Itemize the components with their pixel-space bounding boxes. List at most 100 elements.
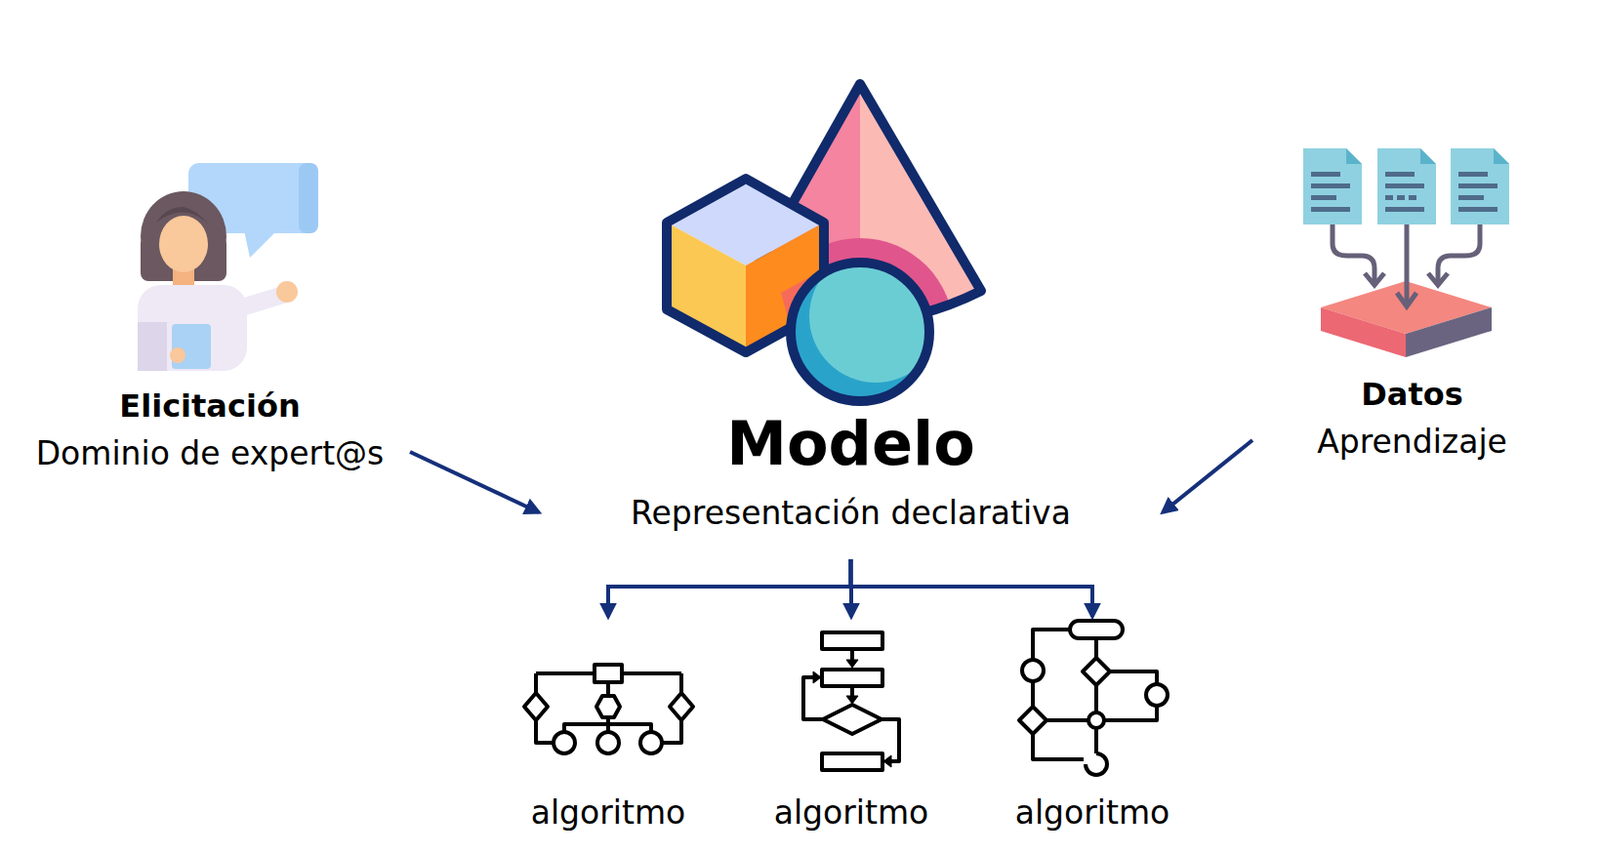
node-title: algoritmo <box>510 793 706 833</box>
flowchart-icon <box>813 671 821 684</box>
data-icon <box>1493 148 1510 165</box>
flowchart-icon <box>1082 657 1110 686</box>
data-icon <box>1458 183 1498 189</box>
data-icon <box>1458 171 1488 177</box>
flowchart-icon <box>1109 671 1157 685</box>
data-icon <box>1332 224 1375 282</box>
data-icon <box>1346 148 1362 165</box>
flowchart-icon <box>881 719 900 762</box>
algorithm-box: algoritmo <box>753 616 949 848</box>
flowchart-icon <box>535 720 554 743</box>
data-icon <box>1311 183 1351 189</box>
flowchart-icon <box>846 659 859 668</box>
flowchart-icon <box>533 673 538 694</box>
data-icon <box>1437 224 1480 282</box>
flowchart-icon <box>821 632 883 650</box>
expert-icon <box>140 191 227 282</box>
node-subtitle: Representación declarativa <box>538 493 1163 534</box>
flowchart-icon <box>822 704 882 735</box>
flowchart-icon <box>883 755 892 768</box>
flowchart-icon <box>606 682 611 696</box>
flowchart-icon <box>640 732 662 754</box>
node-title: Modelo <box>538 408 1163 481</box>
model-shapes <box>790 262 930 402</box>
expert-icon <box>156 206 209 225</box>
source-box: ElicitaciónDominio de expert@s <box>9 370 411 479</box>
flowchart-icon <box>1085 753 1108 776</box>
flowchart-icon <box>1032 734 1084 760</box>
flowchart-icon <box>821 753 883 771</box>
flowchart-icon <box>1019 706 1047 735</box>
flowchart-icon <box>679 673 684 694</box>
data-icon <box>1303 148 1362 225</box>
data-icon <box>1303 148 1510 358</box>
data-icon <box>1458 195 1484 201</box>
data-icon <box>1320 307 1406 358</box>
expert-icon <box>276 281 298 303</box>
algorithm-box: algoritmo <box>994 616 1190 848</box>
data-icon <box>1396 292 1417 307</box>
flow-arrow <box>1162 440 1253 513</box>
flow-arrow <box>410 451 539 513</box>
flowchart-icon <box>1022 659 1044 682</box>
data-icon <box>1408 195 1417 201</box>
flowchart-icon <box>1094 638 1099 754</box>
node-title: Datos <box>1252 375 1572 413</box>
node-title: Elicitación <box>9 387 411 425</box>
data-icon <box>1396 195 1405 201</box>
expert-icon <box>169 347 186 364</box>
flowchart-icon <box>1019 620 1168 776</box>
data-icon <box>1385 183 1425 189</box>
data-icon <box>1311 206 1351 212</box>
data-icon <box>1385 206 1425 212</box>
flow-arrow <box>851 559 1094 617</box>
expert-icon <box>244 230 278 258</box>
flowchart-icon <box>1030 681 1035 707</box>
flowchart-icon <box>661 720 682 743</box>
data-icon <box>1385 195 1394 201</box>
flowchart-icon <box>594 664 622 683</box>
node-subtitle: Dominio de expert@s <box>9 434 411 474</box>
data-icon <box>1458 206 1498 212</box>
node-subtitle: Aprendizaje <box>1252 422 1572 462</box>
flowchart-icon <box>1088 712 1105 729</box>
data-icon <box>1311 195 1337 201</box>
flowchart-icon <box>597 732 619 754</box>
flowchart-icon <box>846 696 859 704</box>
expert-icon <box>232 294 284 311</box>
model-shapes <box>666 83 982 426</box>
flowchart-icon <box>524 693 548 721</box>
data-icon <box>1450 148 1510 225</box>
expert-icon <box>159 215 208 273</box>
data-icon <box>1420 148 1436 165</box>
flowchart-icon <box>1046 718 1089 723</box>
expert-icon <box>298 163 319 234</box>
model-box: ModeloRepresentación declarativa <box>538 400 1163 560</box>
flowchart-icon <box>553 732 575 754</box>
data-icon <box>1385 171 1415 177</box>
source-box: DatosAprendizaje <box>1252 370 1572 469</box>
data-icon <box>1404 224 1410 305</box>
data-icon <box>1364 273 1385 286</box>
expert-icon <box>137 322 167 371</box>
node-title: algoritmo <box>994 793 1190 833</box>
algorithm-box: algoritmo <box>510 616 706 848</box>
data-icon <box>1428 273 1448 286</box>
expert-icon <box>137 163 319 371</box>
flowchart-icon <box>821 669 883 687</box>
expert-icon <box>137 285 247 371</box>
data-icon <box>1377 148 1436 225</box>
data-icon <box>1311 171 1341 177</box>
flowchart-icon <box>1069 620 1123 639</box>
flowchart-icon <box>596 696 620 718</box>
flowchart-icon <box>669 693 694 721</box>
data-icon <box>1405 307 1492 358</box>
node-title: algoritmo <box>753 793 949 833</box>
flowchart-icon <box>1032 629 1070 660</box>
flowchart-icon <box>524 664 694 754</box>
flow-arrow <box>608 559 852 617</box>
flowchart-icon <box>1146 684 1168 706</box>
flowchart-icon <box>803 632 900 771</box>
